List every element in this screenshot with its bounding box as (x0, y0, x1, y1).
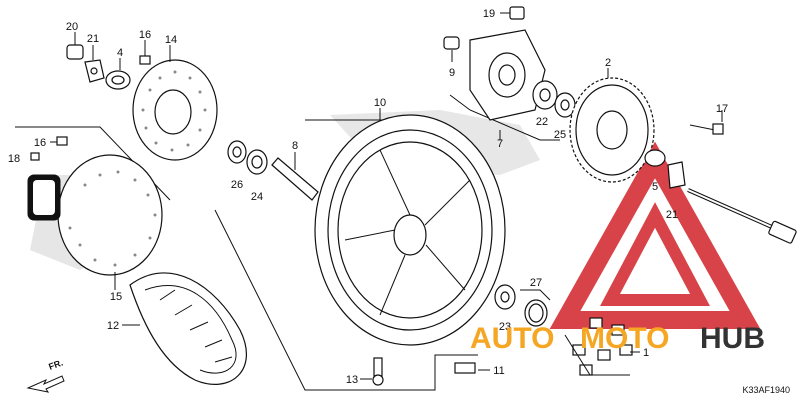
callout-13: 13 (346, 374, 358, 386)
watermark-auto: AUTO (470, 322, 554, 355)
part-1-damper-set (564, 317, 640, 376)
callout-16-top: 16 (139, 29, 151, 41)
callout-1: 1 (643, 347, 649, 359)
part-10-wheel (314, 108, 506, 346)
part-5-collar (644, 149, 666, 167)
part-16-bolt-left (50, 136, 68, 146)
part-22-bearing (532, 80, 558, 110)
callout-12: 12 (107, 320, 119, 332)
callout-27: 27 (530, 277, 542, 289)
part-16-bolt-top (139, 40, 151, 65)
watermark-hub: HUB (700, 322, 765, 355)
part-23-bearing (494, 284, 516, 310)
callout-23: 23 (499, 321, 511, 333)
callout-25: 25 (554, 129, 566, 141)
front-marker-label: FR. (47, 358, 64, 372)
callout-11: 11 (493, 365, 504, 377)
part-21-clip-left (84, 45, 105, 83)
part-8-axle-sleeve (271, 152, 319, 201)
part-14-brake-disc (132, 45, 218, 161)
part-20-collar (66, 32, 84, 60)
part-27-oring (524, 299, 548, 327)
callout-24: 24 (251, 191, 263, 203)
callout-16-left: 16 (34, 137, 46, 149)
callout-17: 17 (716, 103, 728, 115)
part-17-bolt (689, 110, 724, 135)
callout-22: 22 (536, 116, 548, 128)
callout-18: 18 (8, 153, 20, 165)
callout-9: 9 (449, 67, 455, 79)
callout-5: 5 (652, 181, 658, 193)
part-12-tire (122, 272, 247, 385)
part-axle-shaft (687, 188, 797, 244)
callout-21-left: 21 (87, 33, 99, 45)
part-26-seal (227, 140, 247, 164)
callout-14: 14 (165, 34, 177, 46)
callout-10: 10 (374, 97, 386, 109)
callout-7: 7 (497, 138, 503, 150)
watermark-text: AUTO MOTO HUB (470, 322, 765, 355)
callout-21-right: 21 (666, 209, 678, 221)
part-15-disc-cover (27, 154, 163, 290)
callout-4: 4 (117, 47, 123, 59)
part-4-collar (105, 58, 131, 90)
part-7-sprocket-flange (469, 29, 546, 140)
front-arrow (26, 375, 65, 393)
part-19-nut (500, 6, 525, 20)
watermark-inner-triangle (600, 202, 710, 306)
watermark-moto: MOTO (580, 322, 669, 355)
callout-26: 26 (231, 179, 243, 191)
part-25-seal (554, 92, 576, 118)
callout-20: 20 (66, 21, 78, 33)
callout-15: 15 (110, 291, 122, 303)
part-24-bearing (246, 149, 268, 175)
part-11-balance-weight (454, 362, 490, 374)
diagram-code: K33AF1940 (742, 385, 790, 395)
callout-labels: 20 21 4 16 14 16 18 15 12 10 8 26 24 19 … (8, 8, 728, 386)
part-21-adjuster-right (667, 161, 686, 189)
callout-19: 19 (483, 8, 495, 20)
part-13-air-valve (360, 357, 384, 386)
part-9-damper (443, 36, 460, 62)
callout-2: 2 (605, 57, 611, 69)
watermark-triangle (549, 141, 761, 329)
callout-8: 8 (292, 140, 298, 152)
part-2-sprocket (569, 68, 655, 183)
watermark-logo (549, 141, 761, 329)
part-18-rivet (30, 152, 40, 161)
